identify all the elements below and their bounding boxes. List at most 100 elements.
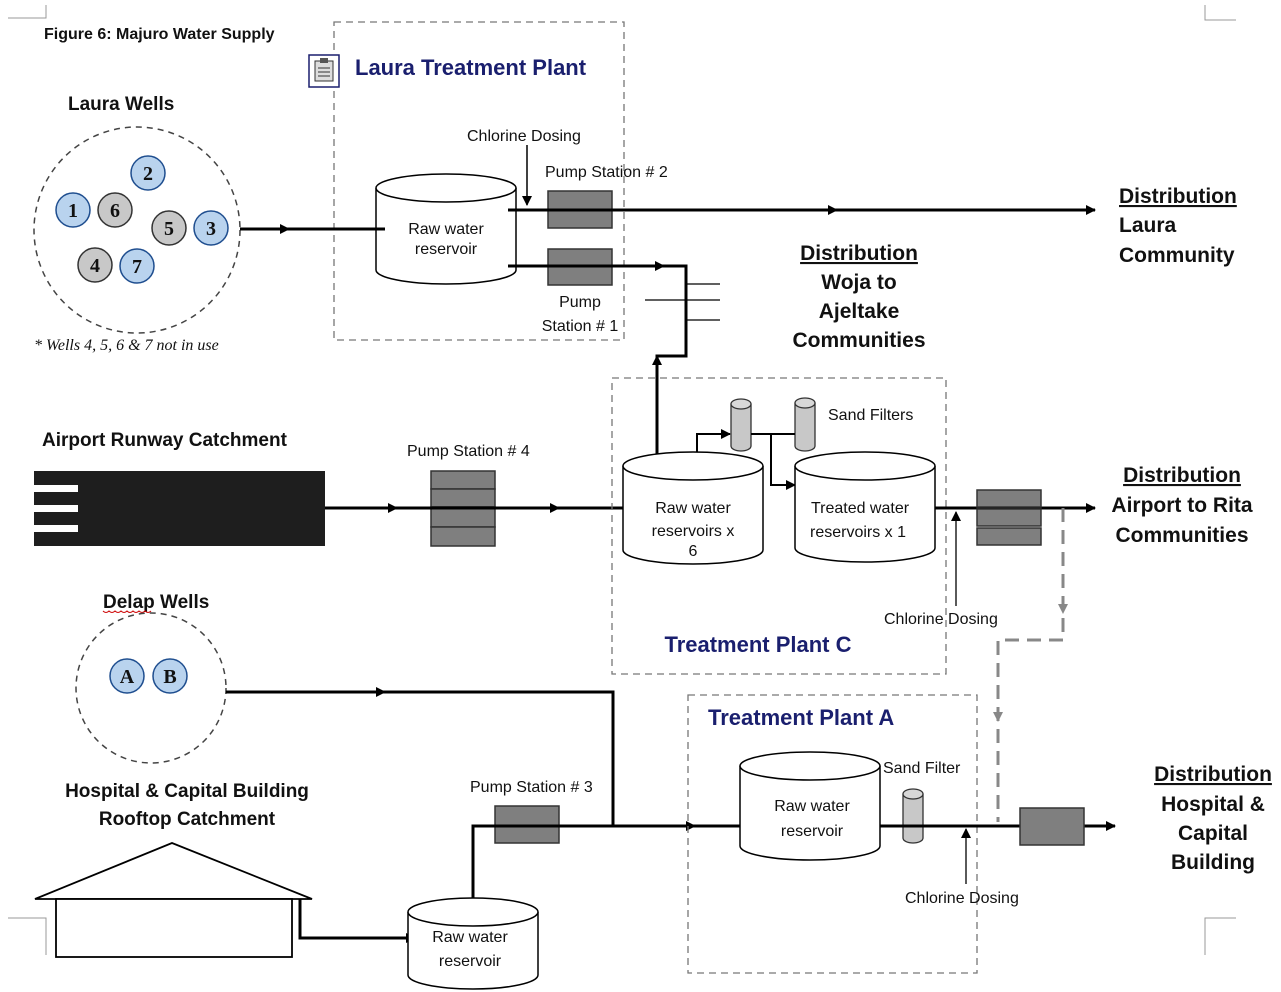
- plant-c-treated-label-2: reservoirs x 1: [810, 524, 906, 541]
- dist-hospital-line-2: Capital: [1178, 822, 1248, 845]
- pump-station-3-label: Pump Station # 3: [470, 779, 593, 796]
- dist-laura-title: Distribution: [1119, 185, 1237, 208]
- pump-station-1-label-2: Station # 1: [542, 318, 619, 335]
- svg-text:B: B: [163, 666, 176, 688]
- laura-wells-title: Laura Wells: [68, 94, 174, 115]
- plant-c-boundary: [611, 377, 947, 675]
- well-b: B: [152, 658, 188, 694]
- wells-not-in-use-note: * Wells 4, 5, 6 & 7 not in use: [34, 337, 219, 354]
- dist-laura-line-1: Laura: [1119, 214, 1177, 237]
- plant-c-treated-reservoir: Treated water reservoirs x 1: [794, 451, 936, 563]
- delap-wells-title: Delap Wells: [103, 592, 209, 613]
- spellcheck-underline: [102, 610, 152, 613]
- dist-woja-line-2: Ajeltake: [819, 300, 900, 323]
- svg-text:6: 6: [110, 200, 120, 222]
- svg-text:7: 7: [132, 256, 142, 278]
- pipe-to-sand-filters: [696, 429, 731, 455]
- flow-arrow: [652, 355, 662, 365]
- hospital-raw-reservoir: Raw water reservoir: [407, 897, 539, 990]
- pump-airport-dist-bottom: [976, 527, 1042, 546]
- dist-airport-line-2: Communities: [1115, 524, 1248, 547]
- laura-reservoir-label-1: Raw water: [408, 221, 484, 238]
- well-3: 3: [193, 210, 229, 246]
- figure-title: Figure 6: Majuro Water Supply: [44, 26, 275, 43]
- hospital-reservoir-label-1: Raw water: [432, 929, 508, 946]
- pipe-roof-to-reservoir: [298, 899, 416, 943]
- sand-filter-1: [730, 398, 752, 452]
- clipboard-icon: [308, 54, 340, 88]
- pipe-dashed-link: [996, 508, 1065, 822]
- well-6: 6: [97, 192, 133, 228]
- well-2: 2: [130, 155, 166, 191]
- runway-marking: [34, 505, 78, 512]
- hospital-reservoir-label-2: reservoir: [439, 953, 502, 970]
- well-a: A: [109, 658, 145, 694]
- dist-hospital-line-1: Hospital &: [1161, 793, 1265, 816]
- svg-text:2: 2: [143, 163, 153, 185]
- dist-airport-title: Distribution: [1123, 464, 1241, 487]
- runway-marking: [34, 525, 78, 532]
- laura-raw-reservoir: Raw water reservoir: [375, 173, 517, 285]
- plant-a-chlorine-label: Chlorine Dosing: [905, 890, 1019, 907]
- plant-c-chlorine-label: Chlorine Dosing: [884, 611, 998, 628]
- dist-hospital-title: Distribution: [1154, 763, 1272, 786]
- plant-c-raw-label-3: 6: [689, 543, 698, 560]
- pipe-pump3-to-plant-a: [471, 824, 750, 898]
- dist-woja-line-3: Communities: [792, 329, 925, 352]
- well-7: 7: [119, 248, 155, 284]
- runway: [34, 471, 325, 546]
- hospital-title-line-1: Hospital & Capital Building: [65, 781, 309, 802]
- laura-wells-group: 1 6 2 5 3 4 7: [55, 155, 229, 284]
- pipe-delap-to-plant-a: [226, 690, 615, 826]
- flow-arrow: [1058, 604, 1068, 614]
- pump-airport-dist-top: [976, 489, 1042, 508]
- svg-text:A: A: [120, 666, 135, 688]
- dist-laura-line-2: Community: [1119, 244, 1235, 267]
- svg-text:4: 4: [90, 255, 100, 277]
- plant-a-sand-filter: [902, 788, 924, 844]
- plant-c-title: Treatment Plant C: [664, 632, 851, 657]
- well-1: 1: [55, 192, 91, 228]
- plant-a-title: Treatment Plant A: [708, 705, 894, 730]
- flow-arrow: [655, 261, 665, 271]
- sand-filters-label: Sand Filters: [828, 407, 913, 424]
- hospital-title-line-2: Rooftop Catchment: [99, 809, 276, 830]
- flow-arrow: [280, 224, 290, 234]
- laura-reservoir-label-2: reservoir: [415, 241, 478, 258]
- plant-c-treated-label-1: Treated water: [811, 500, 910, 517]
- svg-text:5: 5: [164, 218, 174, 240]
- well-5: 5: [151, 210, 187, 246]
- laura-plant-title: Laura Treatment Plant: [355, 55, 587, 80]
- plant-c-raw-label-1: Raw water: [655, 500, 731, 517]
- plant-c-raw-reservoirs: Raw water reservoirs x 6: [622, 451, 764, 565]
- flow-arrow: [550, 503, 560, 513]
- dist-woja-title: Distribution: [800, 242, 918, 265]
- laura-chlorine-label: Chlorine Dosing: [467, 128, 581, 145]
- plant-a-sand-filter-label: Sand Filter: [883, 760, 961, 777]
- svg-text:3: 3: [206, 218, 216, 240]
- airport-title: Airport Runway Catchment: [42, 430, 288, 451]
- pump-station-2-label: Pump Station # 2: [545, 164, 668, 181]
- plant-a-reservoir-label-1: Raw water: [774, 798, 850, 815]
- well-4: 4: [77, 247, 113, 283]
- plant-a-reservoir-label-2: reservoir: [781, 823, 844, 840]
- flow-arrow: [828, 205, 838, 215]
- plant-a-raw-reservoir: Raw water reservoir: [739, 751, 881, 861]
- pump-station-1-label-1: Pump: [559, 294, 601, 311]
- flow-arrow: [376, 687, 386, 697]
- dist-airport-line-1: Airport to Rita: [1111, 494, 1252, 517]
- laura-plant-boundary: [333, 21, 625, 341]
- crop-marks: [8, 5, 1236, 955]
- sand-filter-2: [794, 397, 816, 452]
- flow-arrow: [388, 503, 398, 513]
- pump-hospital-dist: [1019, 807, 1085, 846]
- pump-station-4-label: Pump Station # 4: [407, 443, 530, 460]
- plant-a-boundary: [687, 694, 978, 974]
- plant-c-raw-label-2: reservoirs x: [652, 523, 735, 540]
- dist-woja-line-1: Woja to: [821, 271, 896, 294]
- flow-arrow: [993, 712, 1003, 722]
- runway-marking: [34, 485, 78, 492]
- dist-hospital-line-3: Building: [1171, 851, 1255, 874]
